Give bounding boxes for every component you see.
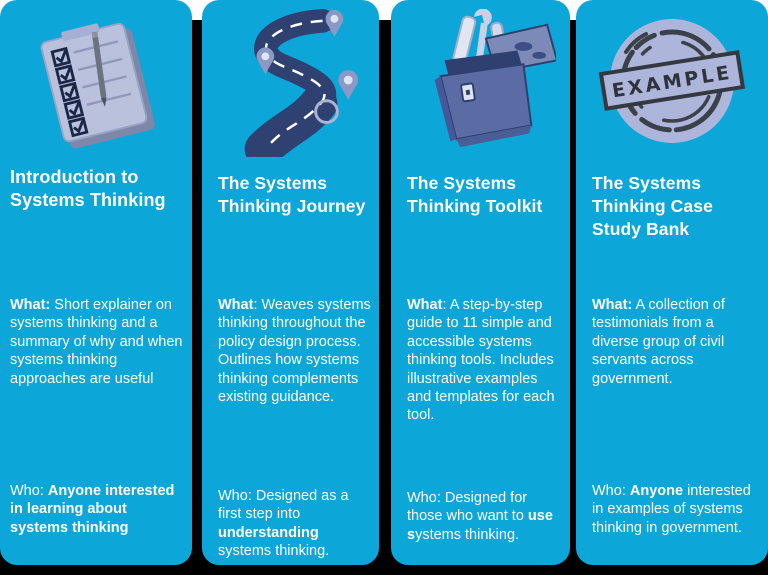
text-segment: ystems thinking. — [415, 526, 520, 543]
card-what-text: What: A step-by-step guide to 11 simple … — [407, 296, 562, 425]
card-title: Introduction to Systems Thinking — [10, 167, 166, 211]
info-card-checklist: Introduction to Systems Thinking What: S… — [0, 0, 192, 565]
text-segment: What: — [10, 297, 51, 313]
card-icon-wrap — [202, 8, 379, 158]
example-stamp-icon: EXAMPLE — [598, 19, 746, 143]
card-who-text: Who: Anyone interested in examples of sy… — [592, 482, 760, 537]
text-segment: What — [218, 297, 254, 313]
text-segment: use s — [407, 508, 553, 543]
text-segment: : A step-by-step guide to 11 simple and … — [407, 297, 555, 424]
text-segment: A collection of testimonials from a dive… — [592, 297, 725, 387]
card-what-text: What: Short explainer on systems thinkin… — [10, 296, 186, 388]
text-segment: Anyone interested in learning about syst… — [10, 483, 175, 536]
text-segment: Anyone — [629, 483, 684, 499]
card-who-text: Who: Designed for those who want to use … — [407, 489, 562, 544]
info-card-example-stamp: EXAMPLE The Systems Thinking Case Study … — [576, 0, 768, 565]
card-who-text: Who: Designed as a first step into under… — [218, 487, 371, 561]
text-segment: : Weaves systems thinking throughout the… — [218, 297, 371, 406]
info-card-road-journey: The Systems Thinking Journey What: Weave… — [202, 0, 379, 565]
text-segment: Who: Designed for those who want to — [407, 490, 528, 525]
text-segment: systems thinking. — [218, 543, 330, 560]
text-segment: Short explainer on systems thinking and … — [10, 297, 183, 387]
card-what-text: What: A collection of testimonials from … — [592, 296, 760, 388]
text-segment: Who: Designed as a first step into — [218, 488, 349, 523]
card-icon-wrap — [0, 8, 192, 158]
text-segment: interested in examples of systems thinki… — [592, 483, 751, 536]
card-what-text: What: Weaves systems thinking throughout… — [218, 296, 371, 406]
info-card-toolbox: The Systems Thinking Toolkit What: A ste… — [391, 0, 570, 565]
text-segment: What — [407, 297, 443, 313]
card-icon-wrap — [391, 8, 570, 158]
text-segment: understanding — [218, 524, 319, 541]
card-title: The Systems Thinking Toolkit — [407, 173, 543, 216]
toolbox-icon — [434, 9, 556, 148]
card-who-text: Who: Anyone interested in learning about… — [10, 482, 186, 537]
card-icon-wrap: EXAMPLE — [576, 8, 768, 158]
card-title: The Systems Thinking Journey — [218, 173, 366, 216]
checklist-icon — [40, 22, 155, 149]
text-segment: Who: — [10, 483, 48, 499]
text-segment: What: — [592, 297, 633, 313]
road-journey-icon — [244, 9, 358, 157]
card-title: The Systems Thinking Case Study Bank — [592, 173, 713, 239]
text-segment: Who: — [592, 483, 630, 499]
